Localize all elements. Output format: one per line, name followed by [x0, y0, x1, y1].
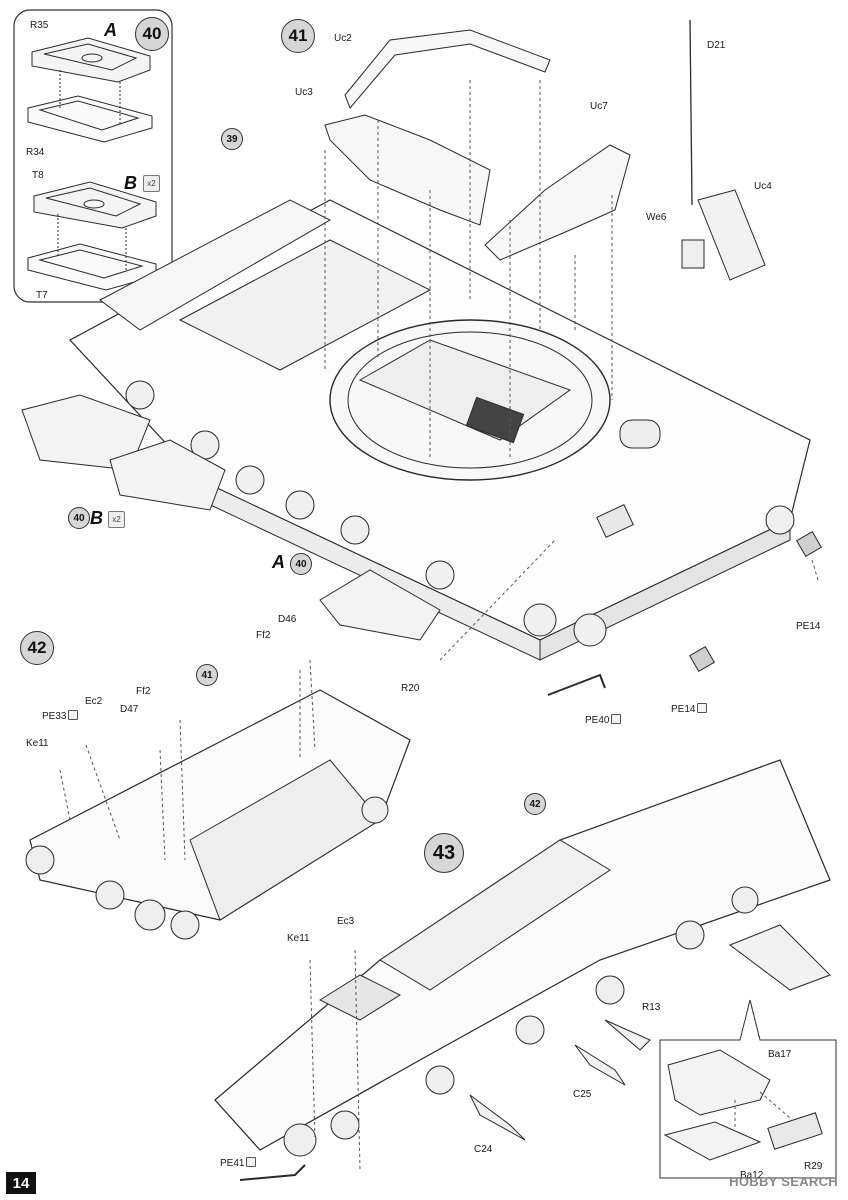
photo-etch-icon [68, 710, 79, 720]
label-d21: D21 [707, 40, 726, 51]
label-t7: T7 [36, 290, 48, 301]
label-d46: D46 [278, 614, 297, 625]
panel-40-b1 [21, 394, 151, 471]
subassembly-letter-b-ref: B [90, 508, 103, 528]
label-ba17: Ba17 [768, 1049, 792, 1060]
step-43-badge: 43 [424, 833, 464, 873]
label-uc4: Uc4 [754, 181, 772, 192]
label-pe41: PE41 [220, 1157, 257, 1169]
label-d47: D47 [120, 704, 139, 715]
label-ff2-a: Ff2 [256, 630, 271, 641]
label-we6: We6 [646, 212, 667, 223]
step-41-ref-badge: 41 [196, 664, 218, 686]
label-uc7: Uc7 [590, 101, 608, 112]
part-we6 [681, 239, 705, 269]
label-c25: C25 [573, 1089, 592, 1100]
panel-40-b2 [109, 439, 226, 511]
part-c25 [574, 1044, 626, 1086]
page-number: 14 [6, 1172, 36, 1194]
label-r20: R20 [401, 683, 420, 694]
multiplier-badge-ref: x2 [108, 511, 125, 528]
pe14-illustration-b [689, 646, 715, 672]
part-ba17-assembly [728, 924, 831, 991]
part-r29 [767, 1112, 823, 1150]
part-pe40 [547, 673, 606, 696]
subassembly-letter-b: B [124, 173, 137, 193]
part-uc3 [324, 114, 491, 226]
label-r35: R35 [30, 20, 49, 31]
photo-etch-icon [246, 1157, 257, 1167]
label-r29: R29 [804, 1161, 823, 1172]
multiplier-badge: x2 [143, 175, 160, 192]
inset-step-43-frame [659, 999, 837, 1179]
label-ff2-b: Ff2 [136, 686, 151, 697]
part-c24 [469, 1094, 526, 1141]
panel-40-a [319, 569, 441, 641]
label-t8: T8 [32, 170, 44, 181]
step-40-ref-badge-b: 40 [68, 507, 90, 529]
photo-etch-icon [697, 703, 708, 713]
watermark: HOBBY SEARCH [729, 1174, 838, 1189]
road-wheels-upper [125, 380, 795, 647]
road-wheels-step-43 [283, 886, 759, 1157]
label-r34: R34 [26, 147, 45, 158]
label-ec2: Ec2 [85, 696, 103, 707]
part-pe41 [239, 1164, 306, 1181]
step-42-badge: 42 [20, 631, 54, 665]
part-uc7 [484, 144, 631, 261]
subassembly-letter-a: A [104, 20, 117, 40]
label-uc3: Uc3 [295, 87, 313, 98]
part-ba12 [663, 1121, 762, 1161]
label-ke11-b: Ke11 [287, 933, 310, 944]
step-40-badge: 40 [135, 17, 169, 51]
label-pe14-a: PE14 [796, 621, 821, 632]
label-pe14-b: PE14 [671, 703, 708, 715]
label-pe40: PE40 [585, 714, 622, 726]
part-uc4 [697, 189, 766, 281]
frame-r34 [27, 95, 153, 143]
part-ba17 [667, 1049, 771, 1116]
step-39-ref-badge: 39 [221, 128, 243, 150]
cover-r35 [31, 37, 151, 83]
step-42-ref-badge: 42 [524, 793, 546, 815]
step-40-ref-badge-a: 40 [290, 553, 312, 575]
part-r13 [604, 1019, 651, 1051]
label-uc2: Uc2 [334, 33, 352, 44]
pe14-illustration-a [796, 531, 822, 557]
photo-etch-icon [611, 714, 622, 724]
label-ec3: Ec3 [337, 916, 355, 927]
part-d21 [689, 19, 693, 206]
label-ke11-a: Ke11 [26, 738, 49, 749]
part-uc2 [344, 29, 551, 109]
label-pe33: PE33 [42, 710, 79, 722]
label-ba12: Ba12 [740, 1170, 764, 1181]
label-c24: C24 [474, 1144, 493, 1155]
road-wheels-step-42 [25, 796, 389, 940]
inset-step-40-frame [13, 9, 173, 303]
label-r13: R13 [642, 1002, 661, 1013]
subassembly-letter-a-ref: A [272, 552, 285, 572]
step-41-badge: 41 [281, 19, 315, 53]
